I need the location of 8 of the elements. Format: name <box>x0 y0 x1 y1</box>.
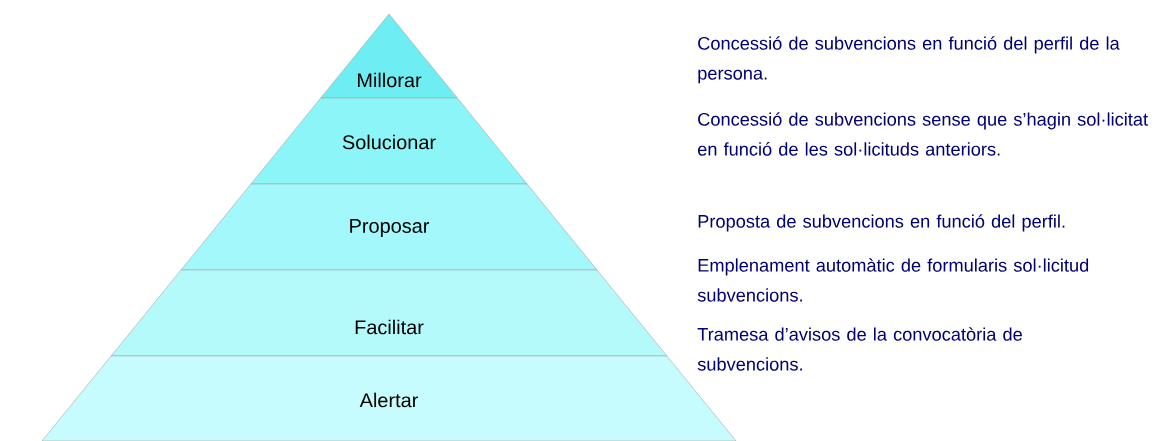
description-text: Proposta de subvencions en funció del perfil. <box>698 214 1065 232</box>
description-text: Emplenament automàtic de formularis sol·licitud subvencions. <box>697 258 1089 302</box>
pyramid-level: Solucionar <box>250 97 528 185</box>
pyramid-level: Millorar <box>320 13 458 99</box>
pyramid-level: Proposar <box>180 183 598 271</box>
pyramid-level: Facilitar <box>110 269 668 357</box>
description-text: Concessió de subvencions en funció del perfil de la persona. <box>698 36 1120 84</box>
description-text: Concessió de subvencions sense que s’hagin sol·licitat en funció de les sol·licituds anteriors. <box>698 112 1148 156</box>
